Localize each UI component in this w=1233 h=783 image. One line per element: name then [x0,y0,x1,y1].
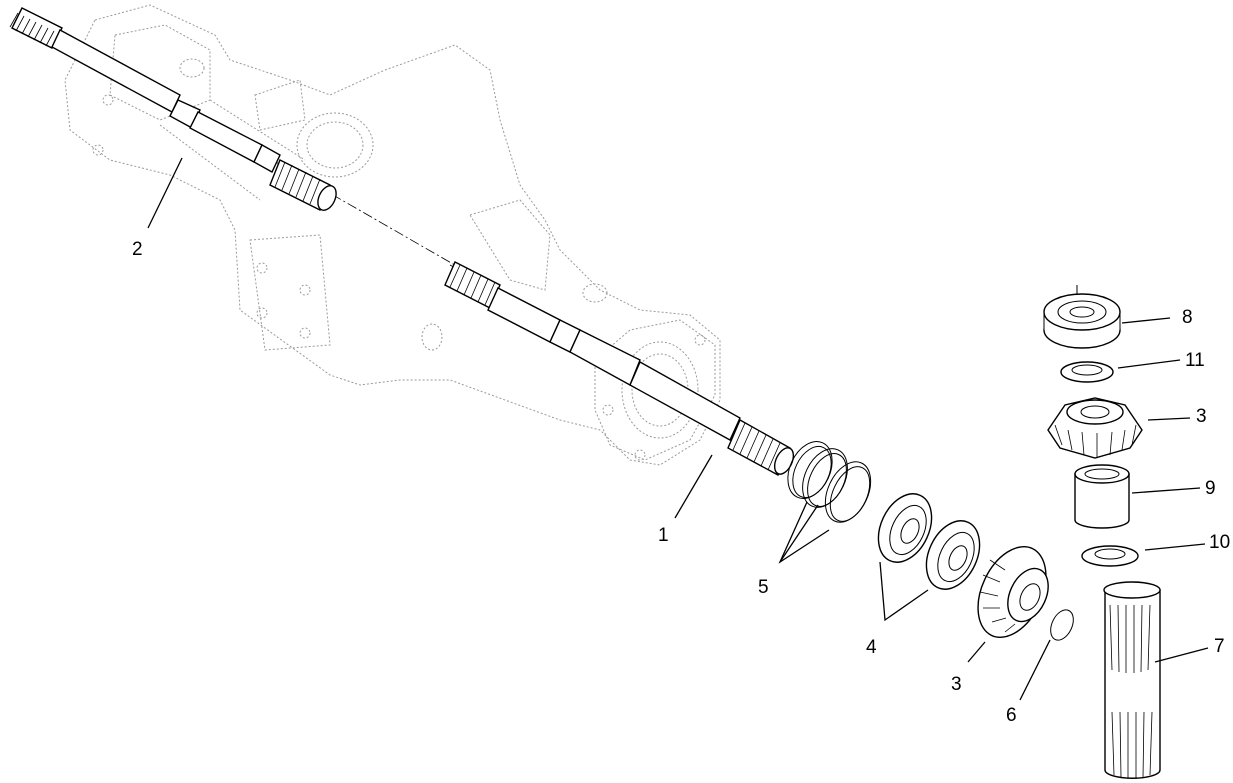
callout-3-upper: 3 [1196,406,1207,427]
axle-shaft-1 [444,261,795,476]
callout-2: 2 [132,239,143,260]
leader-lines [147,157,1209,701]
callout-5: 5 [758,577,769,598]
callout-7: 7 [1214,636,1225,657]
callout-10: 10 [1209,532,1230,553]
bevel-gear-3-lower [977,545,1049,639]
callout-8: 8 [1182,307,1193,328]
ball-bearings-4 [877,493,981,590]
output-shaft-7 [1103,581,1161,779]
bevel-gear-3-upper [1047,397,1143,459]
callout-4: 4 [866,637,877,658]
callout-11: 11 [1185,350,1205,371]
spacer-tube-9 [1074,464,1130,529]
callout-labels: 2 1 5 4 3 6 7 8 11 3 9 10 [132,239,1230,726]
callout-9: 9 [1205,478,1216,499]
washer-10 [1081,545,1139,567]
bearing-8 [1043,285,1121,349]
callout-1: 1 [658,525,669,546]
washer-11 [1060,361,1114,383]
callout-6: 6 [1006,705,1017,726]
retaining-rings-5 [787,441,872,523]
axle-shaft-2 [9,7,461,269]
snap-ring-6 [1050,609,1074,641]
callout-3-lower: 3 [951,674,962,695]
transaxle-housing-ghost [64,4,721,466]
